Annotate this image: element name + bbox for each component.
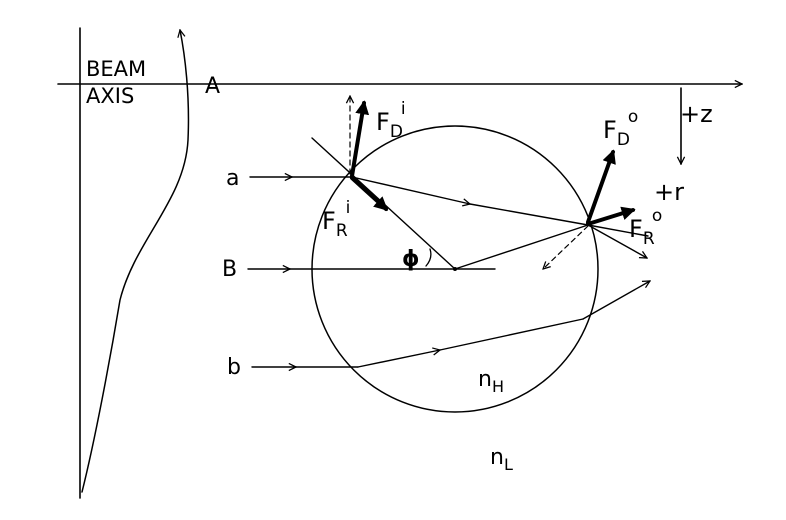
force-D-outer-arrow: [586, 149, 616, 224]
label-n-L: nL: [490, 445, 513, 474]
f-letter: F: [629, 215, 643, 243]
phi-angle-arc: [425, 248, 432, 267]
label-A: A: [205, 74, 220, 99]
label-plus-r: +r: [654, 178, 684, 206]
force-R-inner-arrow: [350, 176, 389, 211]
superscript-o: o: [628, 107, 638, 127]
subscript-D: D: [617, 130, 630, 150]
superscript-o: o: [652, 206, 662, 226]
ray-a: a: [226, 137, 649, 270]
forces-outer: [543, 149, 636, 269]
f-letter: F: [376, 108, 390, 136]
label-phi: ϕ: [402, 247, 420, 272]
forces-inner: [350, 96, 389, 211]
f-letter: F: [322, 207, 336, 235]
beam-label: BEAM: [86, 57, 146, 81]
label-F-D-outer: FDo: [603, 107, 638, 150]
ray-b: b: [227, 280, 650, 380]
label-n-H: nH: [478, 367, 504, 396]
superscript-i: i: [401, 99, 406, 119]
outgoing-ray-line: [587, 224, 649, 237]
axis-label: AXIS: [86, 84, 134, 108]
dashed-reaction-vector-outer: [543, 225, 589, 269]
label-b: b: [227, 355, 241, 380]
internal-reflection-line: [454, 224, 589, 270]
beam-intensity-curve: [81, 30, 190, 493]
label-F-R-outer: FRo: [629, 206, 662, 249]
label-B: B: [222, 257, 237, 282]
label-a: a: [226, 166, 239, 191]
label-F-R-inner: FRi: [322, 198, 350, 241]
force-R-outer-arrow: [586, 206, 636, 226]
subscript-R: R: [643, 229, 655, 249]
force-D-inner-arrow: [350, 100, 370, 178]
superscript-i: i: [346, 198, 351, 218]
label-F-D-inner: FDi: [376, 99, 406, 142]
subscript-D: D: [390, 122, 403, 142]
subscript-R: R: [336, 221, 348, 241]
f-letter: F: [603, 116, 617, 144]
beam-profile: BEAM AXIS: [79, 27, 190, 499]
ray-B: B ϕ: [222, 247, 496, 282]
surface-normal-line: [311, 137, 456, 270]
label-plus-z: +z: [680, 100, 713, 128]
